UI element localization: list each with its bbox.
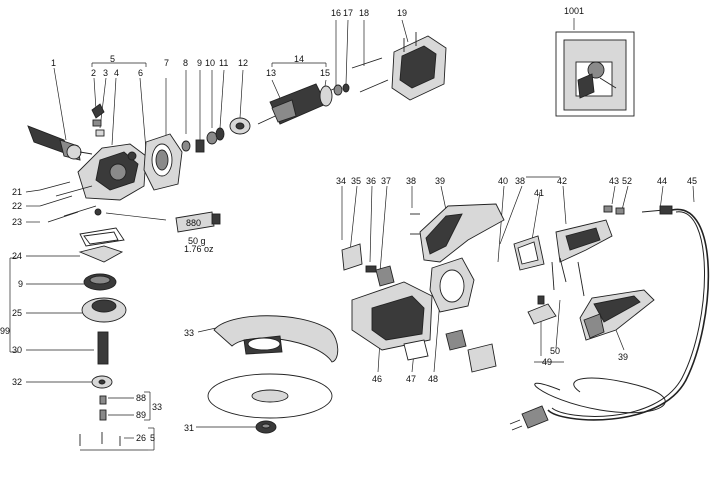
switch-assembly xyxy=(513,205,625,325)
wheel-guard xyxy=(213,315,339,363)
callout-part-number: 6 xyxy=(138,68,143,78)
power-cord xyxy=(509,205,710,431)
callout-part-number: 43 xyxy=(609,176,619,186)
callout-part-number: 11 xyxy=(219,58,228,68)
callout-part-number: 5 xyxy=(150,433,155,443)
callout-part-number: 38 xyxy=(515,176,525,186)
callout-part-number: 7 xyxy=(164,58,169,68)
callout-part-number: 12 xyxy=(238,58,248,68)
callout-part-number: 9 xyxy=(18,279,23,289)
handle-top-half xyxy=(410,203,505,263)
leader-lines xyxy=(9,18,695,451)
gearbox-flange xyxy=(143,133,183,191)
detail-1001-box xyxy=(555,31,635,117)
callout-part-number: 32 xyxy=(12,377,22,387)
grinding-disc xyxy=(207,373,333,434)
grease-amount-g: 50 g xyxy=(188,236,206,246)
callout-part-number: 19 xyxy=(397,8,407,18)
callout-part-number: 18 xyxy=(359,8,369,18)
gasket-and-flanges xyxy=(78,227,127,446)
callout-part-number: 46 xyxy=(372,374,382,384)
callout-part-number: 41 xyxy=(534,188,544,198)
callout-part-number: 4 xyxy=(114,68,119,78)
screws-left xyxy=(39,181,102,223)
bearings xyxy=(181,117,251,153)
callout-labels: 1 2 3 4 5 6 7 8 9 10 11 12 13 14 15 16 1… xyxy=(0,6,697,443)
stator-field xyxy=(351,32,447,101)
spindle-lock-button xyxy=(91,103,105,137)
callout-part-number: 88 xyxy=(136,393,146,403)
callout-part-number: 99 xyxy=(0,326,10,336)
callout-part-number: 38 xyxy=(406,176,416,186)
callout-part-number: 22 xyxy=(12,201,22,211)
gear-housing xyxy=(77,143,147,201)
grease-tube-label: 880 xyxy=(186,218,201,228)
callout-part-number: 30 xyxy=(12,345,22,355)
callout-part-number: 23 xyxy=(12,217,22,227)
callout-part-number: 2 xyxy=(91,68,96,78)
callout-part-number: 26 xyxy=(136,433,146,443)
callout-part-number: 50 xyxy=(550,346,560,356)
callout-part-number: 45 xyxy=(687,176,697,186)
callout-part-number: 16 xyxy=(331,8,341,18)
callout-part-number: 39 xyxy=(435,176,445,186)
callout-part-number: 1001 xyxy=(564,6,584,16)
callout-part-number: 52 xyxy=(622,176,632,186)
motor-housing-parts xyxy=(341,243,497,373)
callout-part-number: 1 xyxy=(51,58,56,68)
callout-part-number: 13 xyxy=(266,68,276,78)
handle-bottom-half xyxy=(579,289,655,341)
callout-part-number: 10 xyxy=(205,58,215,68)
callout-part-number: 15 xyxy=(320,68,330,78)
armature xyxy=(257,83,350,125)
callout-part-number: 42 xyxy=(557,176,567,186)
callout-part-number: 24 xyxy=(12,251,22,261)
callout-part-number: 33 xyxy=(152,402,162,412)
callout-part-number: 5 xyxy=(110,54,115,64)
callout-part-number: 49 xyxy=(542,357,552,367)
side-handle xyxy=(27,125,93,161)
callout-part-number: 48 xyxy=(428,374,438,384)
callout-part-number: 36 xyxy=(366,176,376,186)
callout-part-number: 33 xyxy=(184,328,194,338)
callout-part-number: 31 xyxy=(184,423,194,433)
callout-part-number: 8 xyxy=(183,58,188,68)
callout-part-number: 25 xyxy=(12,308,22,318)
callout-part-number: 34 xyxy=(336,176,346,186)
callout-part-number: 35 xyxy=(351,176,361,186)
callout-part-number: 40 xyxy=(498,176,508,186)
callout-part-number: 3 xyxy=(103,68,108,78)
callout-part-number: 47 xyxy=(406,374,416,384)
grease-amount-oz: 1.76 oz xyxy=(184,244,214,254)
callout-part-number: 44 xyxy=(657,176,667,186)
callout-part-number: 14 xyxy=(294,54,304,64)
callout-part-number: 21 xyxy=(12,187,22,197)
grease-tube: 880 50 g 1.76 oz xyxy=(175,211,221,254)
callout-part-number: 39 xyxy=(618,352,628,362)
callout-part-number: 89 xyxy=(136,410,146,420)
callout-part-number: 37 xyxy=(381,176,391,186)
callout-part-number: 17 xyxy=(343,8,353,18)
callout-part-number: 9 xyxy=(197,58,202,68)
